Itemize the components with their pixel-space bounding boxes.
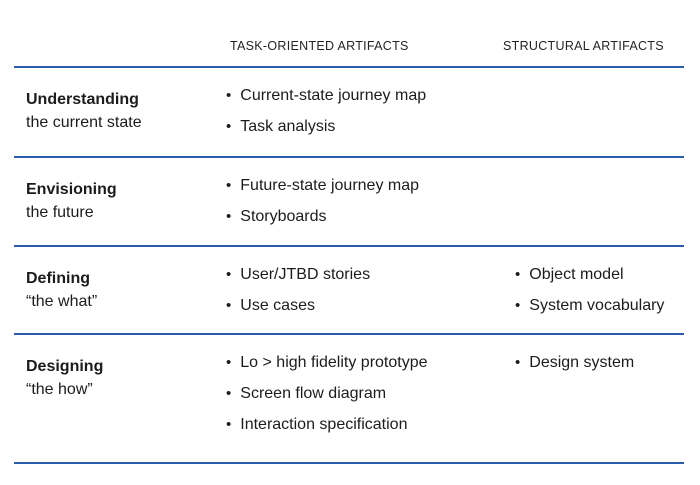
structural-artifacts-list: • Design system bbox=[501, 352, 684, 462]
bullet-icon: • bbox=[226, 416, 232, 433]
phase-subtitle: “the how” bbox=[26, 381, 93, 398]
bullet-icon: • bbox=[515, 266, 521, 283]
artifact-label: Storyboards bbox=[240, 208, 327, 225]
bullet-icon: • bbox=[226, 208, 232, 225]
task-artifact-item: • Future-state journey map bbox=[226, 175, 501, 197]
phase-name: Defining bbox=[26, 270, 90, 287]
bullet-icon: • bbox=[226, 297, 232, 314]
phase-name: Envisioning bbox=[26, 181, 117, 198]
artifact-label: Use cases bbox=[240, 297, 315, 314]
artifact-label: Task analysis bbox=[240, 118, 336, 135]
artifacts-table: TASK-ORIENTED ARTIFACTS STRUCTURAL ARTIF… bbox=[14, 0, 684, 464]
task-artifacts-list: • Lo > high fidelity prototype • Screen flo… bbox=[226, 352, 501, 462]
bullet-icon: • bbox=[226, 385, 232, 402]
structural-artifacts-list: • Object model • System vocabulary bbox=[501, 264, 684, 333]
artifact-label: Object model bbox=[529, 266, 624, 283]
column-header-task-oriented: TASK-ORIENTED ARTIFACTS bbox=[230, 39, 409, 53]
task-artifact-item: • User/JTBD stories bbox=[226, 264, 501, 286]
bullet-icon: • bbox=[226, 177, 232, 194]
artifact-label: System vocabulary bbox=[529, 297, 665, 314]
artifact-label: Interaction specification bbox=[240, 416, 408, 433]
phase-name: Designing bbox=[26, 358, 104, 375]
task-artifacts-list: • Future-state journey map • Storyboards bbox=[226, 175, 501, 245]
artifact-label: Lo > high fidelity prototype bbox=[240, 354, 428, 371]
bullet-icon: • bbox=[226, 118, 232, 135]
bullet-icon: • bbox=[226, 266, 232, 283]
phase-row-designing: Designing “the how” • Lo > high fidelity … bbox=[14, 333, 684, 462]
phase-label: Designing “the how” bbox=[14, 352, 226, 462]
task-artifact-item: • Lo > high fidelity prototype bbox=[226, 352, 501, 374]
task-artifact-item: • Interaction specification bbox=[226, 414, 501, 436]
structural-artifacts-list bbox=[501, 85, 684, 156]
task-artifacts-list: • User/JTBD stories • Use cases bbox=[226, 264, 501, 333]
bullet-icon: • bbox=[515, 297, 521, 314]
phase-row-envisioning: Envisioning the future • Future-state jou… bbox=[14, 156, 684, 245]
structural-artifacts-list bbox=[501, 175, 684, 245]
artifact-label: Current-state journey map bbox=[240, 87, 427, 104]
bullet-icon: • bbox=[226, 354, 232, 371]
structural-artifact-item: • System vocabulary bbox=[515, 295, 684, 317]
task-artifact-item: • Current-state journey map bbox=[226, 85, 501, 107]
structural-artifact-item: • Design system bbox=[515, 352, 684, 374]
phase-name: Understanding bbox=[26, 91, 139, 108]
phase-label: Defining “the what” bbox=[14, 264, 226, 333]
structural-artifact-item: • Object model bbox=[515, 264, 684, 286]
phase-row-understanding: Understanding the current state • Current… bbox=[14, 66, 684, 156]
artifact-label: Screen flow diagram bbox=[240, 385, 387, 402]
artifact-label: Design system bbox=[529, 354, 635, 371]
bullet-icon: • bbox=[515, 354, 521, 371]
phase-label: Envisioning the future bbox=[14, 175, 226, 245]
phase-subtitle: the future bbox=[26, 204, 94, 221]
task-artifact-item: • Use cases bbox=[226, 295, 501, 317]
artifact-label: User/JTBD stories bbox=[240, 266, 371, 283]
phase-row-defining: Defining “the what” • User/JTBD stories • U… bbox=[14, 245, 684, 333]
task-artifacts-list: • Current-state journey map • Task analysis bbox=[226, 85, 501, 156]
task-artifact-item: • Screen flow diagram bbox=[226, 383, 501, 405]
column-header-structural: STRUCTURAL ARTIFACTS bbox=[503, 39, 664, 53]
artifact-label: Future-state journey map bbox=[240, 177, 420, 194]
phase-subtitle: the current state bbox=[26, 114, 142, 131]
phase-subtitle: “the what” bbox=[26, 293, 98, 310]
bottom-divider bbox=[14, 462, 684, 464]
task-artifact-item: • Storyboards bbox=[226, 206, 501, 228]
task-artifact-item: • Task analysis bbox=[226, 116, 501, 138]
table-header-row: TASK-ORIENTED ARTIFACTS STRUCTURAL ARTIF… bbox=[14, 0, 684, 66]
phase-label: Understanding the current state bbox=[14, 85, 226, 156]
bullet-icon: • bbox=[226, 87, 232, 104]
